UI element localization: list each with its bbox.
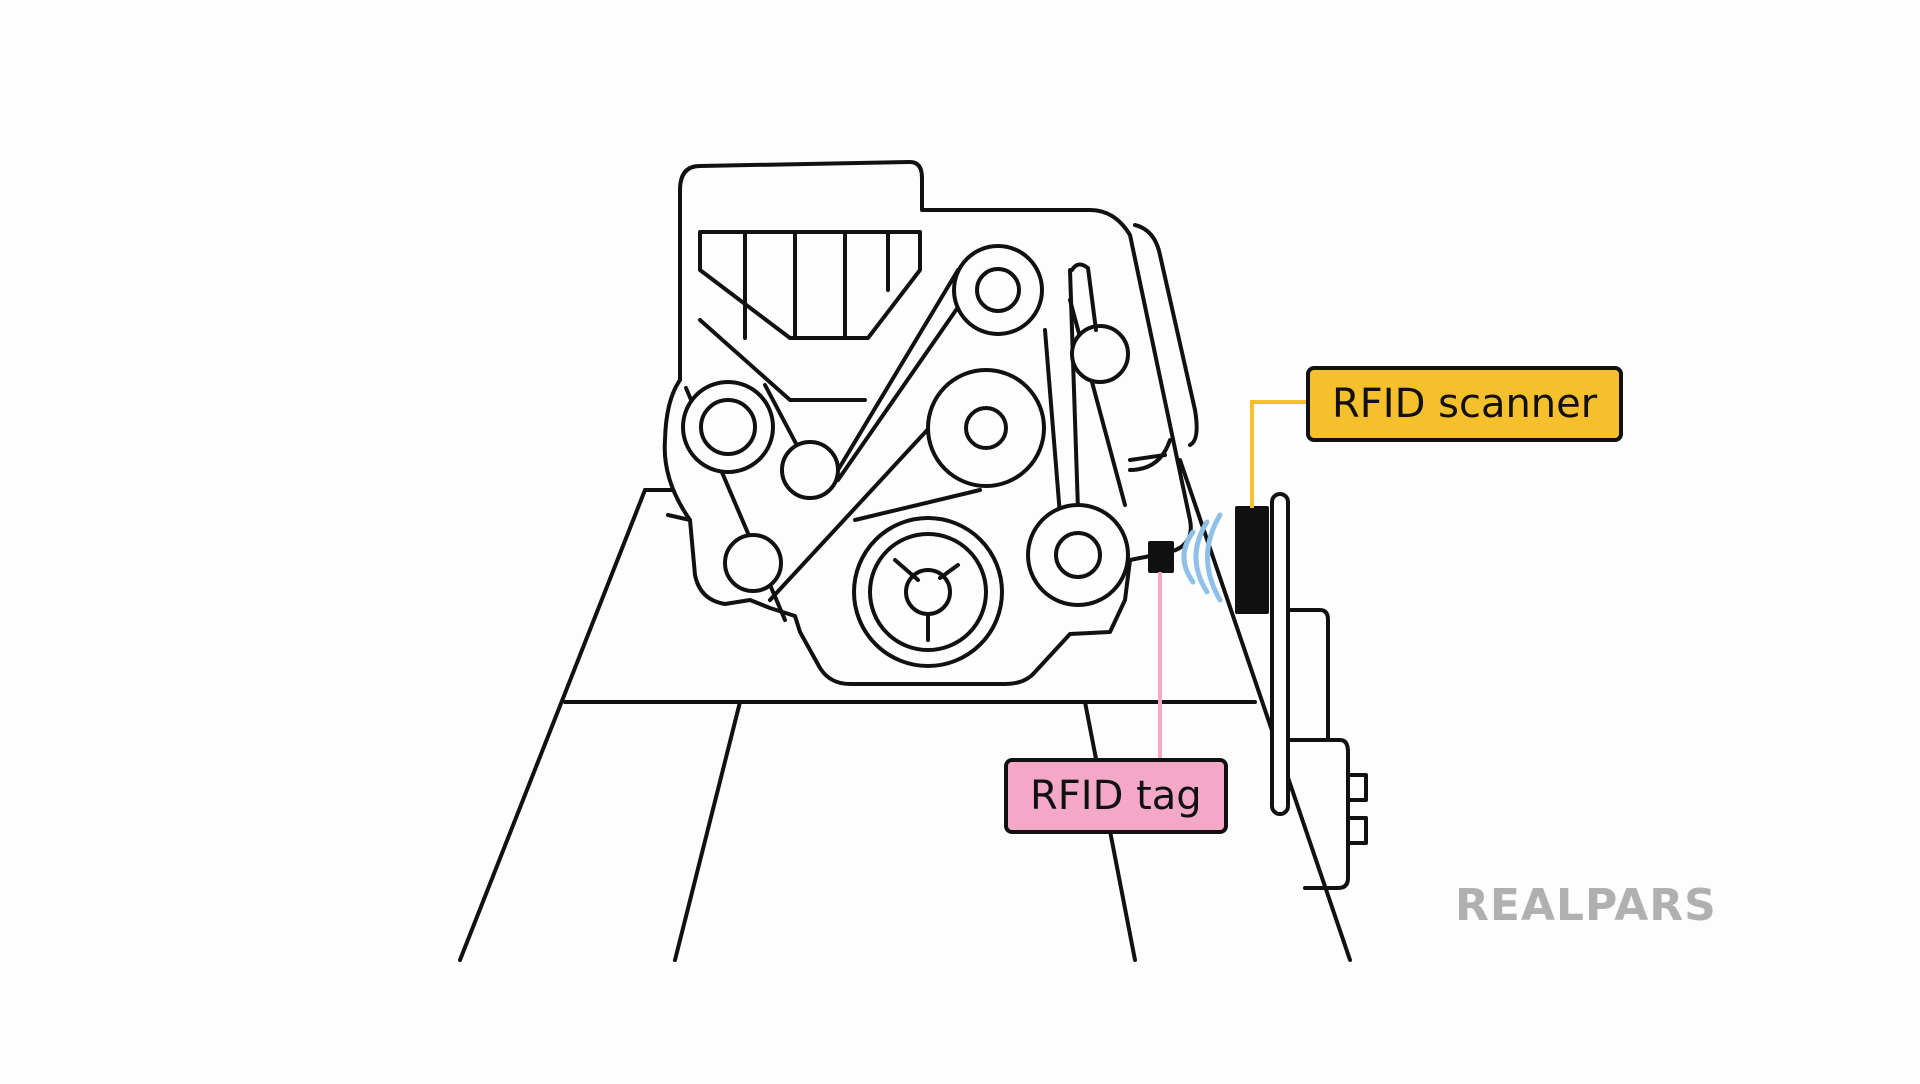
realpars-logo: REALPARS <box>1455 880 1717 931</box>
rfid-scanner-block <box>1235 506 1269 614</box>
pulleys <box>681 244 1130 668</box>
scanner-leader-line <box>1250 400 1312 508</box>
rfid-tag-label: RFID tag <box>1004 758 1228 834</box>
grille <box>698 230 922 402</box>
rfid-tag-block <box>1148 541 1174 573</box>
scanner-post <box>1270 492 1368 890</box>
rfid-scanner-label: RFID scanner <box>1306 366 1624 442</box>
signal-waves <box>1181 512 1223 603</box>
